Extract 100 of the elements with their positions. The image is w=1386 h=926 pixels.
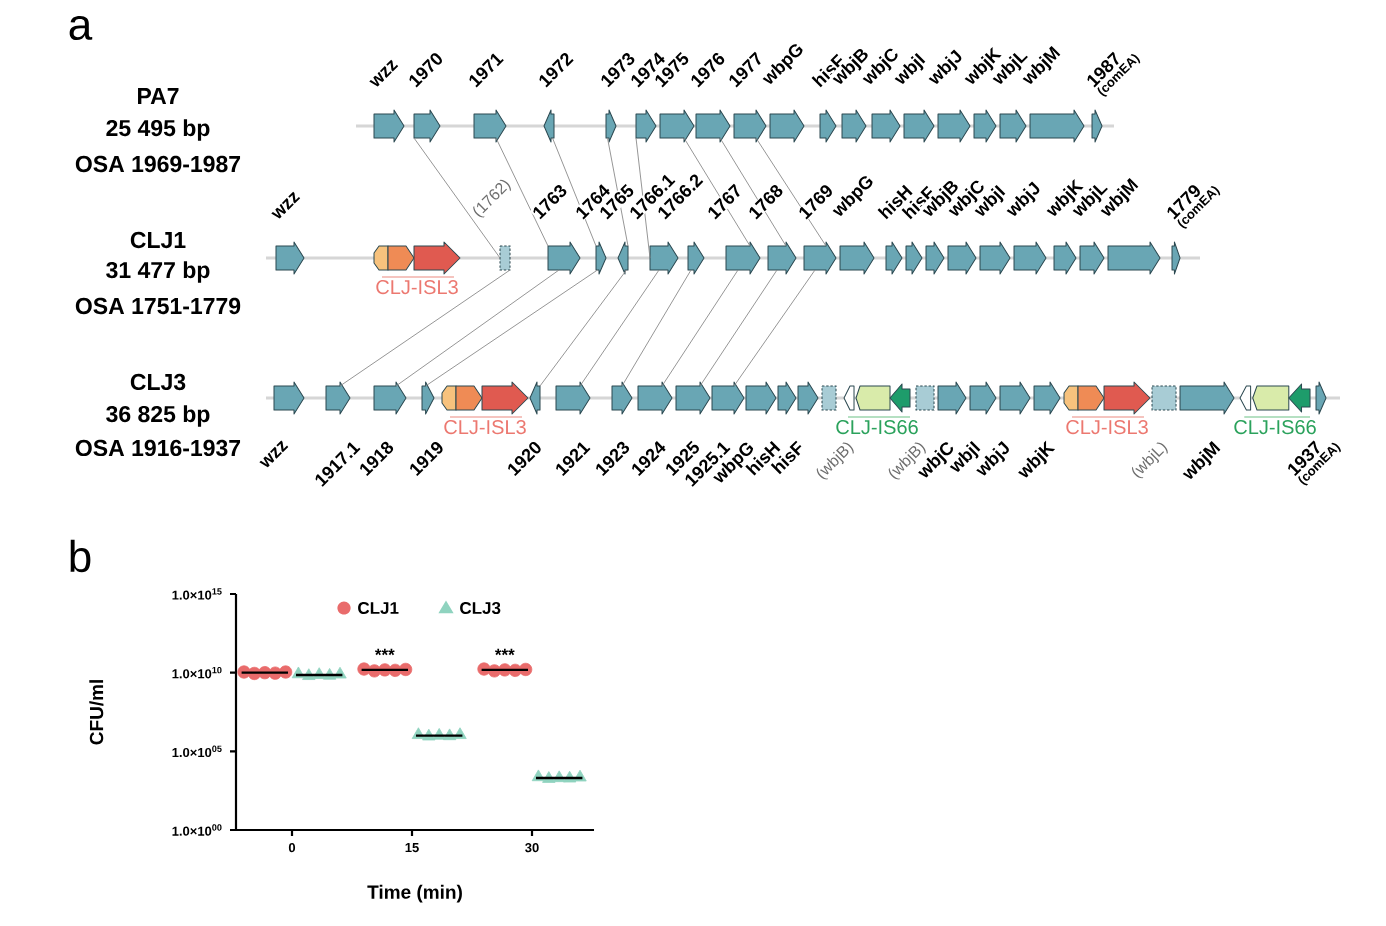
element-label: CLJ-IS66 bbox=[1234, 420, 1316, 435]
gene-cluster bbox=[441, 381, 529, 418]
gene-shape bbox=[767, 241, 797, 275]
gene-shape bbox=[841, 109, 867, 143]
gene-cluster bbox=[373, 241, 461, 278]
gene-shape bbox=[711, 381, 745, 415]
gene-shape bbox=[1033, 381, 1061, 415]
gene-shape bbox=[373, 109, 405, 143]
gene-shape bbox=[903, 109, 935, 143]
gene-shape bbox=[617, 241, 629, 275]
connector-line bbox=[755, 137, 827, 247]
connector-line bbox=[733, 269, 816, 387]
gene-shape bbox=[529, 381, 541, 415]
element-label: CLJ-ISL3 bbox=[1066, 420, 1148, 435]
gene-shape bbox=[999, 381, 1031, 415]
gene-shape bbox=[905, 241, 923, 275]
strain-label: OSA 1751-1779 bbox=[75, 297, 241, 315]
gene-shape bbox=[745, 381, 777, 415]
connector-line bbox=[413, 137, 501, 259]
gene-shape bbox=[803, 241, 837, 275]
gene-shape bbox=[885, 241, 903, 275]
gene-shape bbox=[1079, 241, 1105, 275]
gene-shape bbox=[1315, 381, 1327, 415]
connector-line bbox=[539, 269, 627, 387]
gene-shape bbox=[969, 381, 997, 415]
gene-shape bbox=[819, 109, 837, 143]
connector-line bbox=[339, 269, 511, 387]
gene-shape bbox=[413, 109, 441, 143]
gene-shape bbox=[473, 109, 507, 143]
gene-shape bbox=[1171, 241, 1181, 275]
connector-line bbox=[621, 269, 692, 387]
gene-shape bbox=[999, 109, 1027, 143]
connector-line bbox=[661, 269, 739, 387]
gene-shape bbox=[1029, 109, 1085, 143]
y-axis-title: CFU/ml bbox=[89, 680, 104, 745]
gene-shape bbox=[1091, 109, 1103, 143]
dashed-gene-box bbox=[915, 385, 935, 411]
gene-shape bbox=[421, 381, 435, 415]
gene-shape bbox=[649, 241, 679, 275]
gene-shape bbox=[637, 381, 673, 415]
gene-shape bbox=[937, 109, 971, 143]
gene-shape bbox=[1013, 241, 1047, 275]
gene-shape bbox=[675, 381, 711, 415]
strain-label: 36 825 bp bbox=[106, 405, 210, 427]
dashed-gene-box bbox=[821, 385, 837, 411]
strain-label: 31 477 bp bbox=[106, 261, 210, 283]
connector-line bbox=[719, 137, 787, 247]
panel-letter: a bbox=[69, 15, 93, 41]
gene-shape bbox=[925, 241, 945, 275]
gene-shape bbox=[695, 109, 731, 143]
gene-cluster bbox=[1063, 381, 1151, 418]
gene-shape bbox=[543, 109, 555, 143]
connector-line bbox=[579, 269, 660, 387]
connector-line bbox=[425, 269, 598, 387]
element-label: CLJ-IS66 bbox=[836, 420, 918, 435]
gene-shape bbox=[725, 241, 761, 275]
strain-label: 25 495 bp bbox=[106, 119, 210, 141]
gene-shape bbox=[605, 109, 617, 143]
strain-label: CLJ3 bbox=[130, 373, 186, 391]
gene-shape bbox=[547, 241, 581, 275]
gene-label: wzz bbox=[258, 438, 290, 471]
dashed-gene-box bbox=[499, 245, 511, 271]
element-label: CLJ-ISL3 bbox=[376, 280, 458, 295]
connector-line bbox=[683, 137, 751, 247]
legend-label: CLJ3 bbox=[460, 602, 501, 614]
gene-shape bbox=[979, 241, 1011, 275]
connector-line bbox=[607, 137, 629, 247]
gene-shape bbox=[871, 109, 901, 143]
annotation: *** bbox=[494, 648, 515, 656]
gene-shape bbox=[635, 109, 657, 143]
strain-label: OSA 1969-1987 bbox=[75, 155, 241, 173]
strain-label: CLJ1 bbox=[130, 231, 186, 249]
dashed-gene-box bbox=[1151, 385, 1177, 411]
connector-line bbox=[495, 137, 549, 247]
x-axis-title: Time (min) bbox=[367, 884, 462, 903]
strain-label: PA7 bbox=[138, 88, 179, 104]
gene-shape bbox=[687, 241, 705, 275]
connector-line bbox=[699, 269, 778, 387]
gene-shape bbox=[595, 241, 607, 275]
element-label: CLJ-ISL3 bbox=[444, 420, 526, 435]
gene-cluster bbox=[843, 383, 911, 418]
gene-shape bbox=[1053, 241, 1077, 275]
gene-shape bbox=[273, 381, 305, 415]
gene-shape bbox=[1179, 381, 1235, 415]
gene-shape bbox=[325, 381, 351, 415]
connector-line bbox=[395, 269, 560, 387]
gene-shape bbox=[1107, 241, 1161, 275]
gene-shape bbox=[659, 109, 695, 143]
connector-line bbox=[552, 137, 597, 247]
gene-shape bbox=[611, 381, 633, 415]
annotation: *** bbox=[374, 648, 395, 656]
gene-shape bbox=[947, 241, 977, 275]
gene-label: wzz bbox=[368, 57, 400, 90]
gene-shape bbox=[733, 109, 767, 143]
gene-shape bbox=[839, 241, 875, 275]
strain-label: OSA 1916-1937 bbox=[75, 439, 241, 457]
panel-letter: b bbox=[70, 539, 91, 573]
gene-shape bbox=[769, 109, 805, 143]
gene-cluster bbox=[1239, 383, 1311, 418]
gene-shape bbox=[973, 109, 997, 143]
